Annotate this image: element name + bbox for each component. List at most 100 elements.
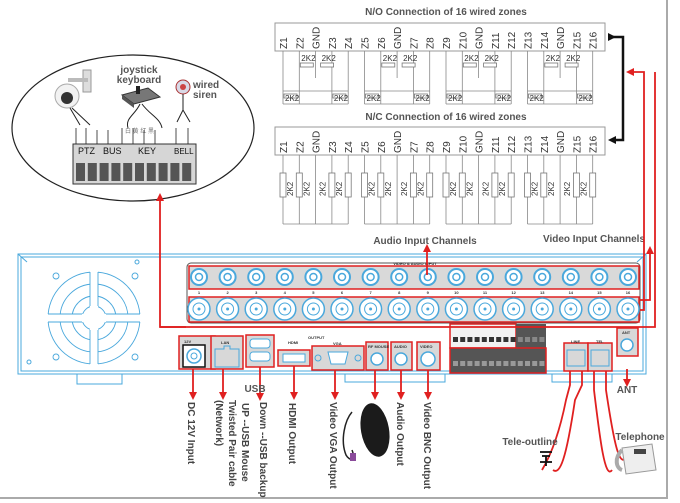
bnc-input-connector [533,268,552,286]
resistor [564,62,579,68]
usb-mouse-label: UP --USB Mouse [239,403,250,482]
bnc-output-label: Video BNC Output [421,402,432,490]
audio-out-label: AUDIO [394,344,407,349]
resistor-label: 2K2 [497,94,512,103]
vga-output-label: Video VGA Output [327,402,338,489]
resistor [381,62,396,68]
terminal-label: Z11 [491,32,502,49]
bnc-input-connector [444,297,469,321]
terminal-slot [135,163,144,181]
diagram-frame [0,0,668,499]
terminal-label: Z16 [589,31,600,49]
terminal-slot [525,337,530,342]
no-terminal-strip [274,22,606,52]
ptz-camera-icon [54,69,92,126]
terminal-slot [123,163,133,181]
tele-outline-icon [540,451,552,466]
terminal-label: Z8 [426,37,437,49]
resistor [589,172,597,198]
terminal-label: GND [393,131,404,153]
resistor [577,93,591,99]
resistor [528,93,542,99]
terminal-slot [182,163,192,181]
bnc-input-connector [559,297,583,321]
resistor-label: 2K2 [322,54,337,63]
terminal-slot [481,337,487,342]
terminal-slot [111,163,121,181]
terminal-label: Z6 [377,141,388,153]
terminal-label: Z4 [344,37,355,49]
bnc-input-connector [301,297,326,321]
resistor [426,172,434,198]
twisted-pair-label: Twisted Pair cable [226,400,237,487]
terminal-slot [158,163,168,181]
resistor-label: 2K2 [286,181,295,196]
channel-number: 11 [483,290,488,295]
bnc-input-connector [587,297,612,321]
lan-port-label: LAN [221,340,229,345]
output-group-label: OUTPUT [308,335,325,340]
line-port-label: LINE [571,339,580,344]
bnc-input-connector [273,297,297,321]
nc-terminal-strip [274,126,606,156]
channel-number: 10 [454,290,459,295]
resistor-label: 2K2 [285,94,300,103]
bnc-input-connector [304,268,323,286]
resistor [361,172,368,198]
resistor [320,62,335,68]
resistor [344,172,352,198]
resistor [401,62,416,68]
bnc-input-connector [504,268,523,286]
resistor-label: 2K2 [403,54,418,63]
resistor-label: 2K2 [531,181,540,196]
channel-number: 9 [427,290,430,295]
bnc-input-connector [619,268,637,286]
terminal-slot [474,361,480,366]
channel-number: 6 [341,290,344,295]
resistor-label: 2K2 [485,54,500,63]
resistor-label: 2K2 [464,54,479,63]
rf-mouse-label: RF MOUSE [368,344,389,349]
terminal-label: Z5 [361,141,372,153]
channel-number: 4 [284,290,287,295]
terminal-slot [460,337,466,342]
resistor [295,172,303,198]
terminal-label: GND [312,27,323,49]
resistor-label: 2K2 [566,54,581,63]
bnc-input-connector [244,297,268,321]
resistor [279,172,287,198]
terminal-slot [532,361,538,366]
cooling-fan-icon [46,270,142,366]
terminal-label: GND [475,131,486,153]
bnc-input-connector [361,268,380,286]
hdmi-port: HDMI OUTPUT [277,335,325,367]
bnc-input-connector [358,297,383,321]
resistor [495,93,510,99]
terminal-label: Z12 [507,31,518,49]
terminal-label: Z3 [328,141,339,153]
usb-label: USB [244,384,265,395]
bnc-input-connector [473,297,497,321]
resistor [365,93,379,99]
channel-number: 1 [198,290,201,295]
terminal-slot [496,361,502,366]
terminal-label: GND [475,27,486,49]
terminal-label: GND [556,27,567,49]
resistor-label: 2K2 [319,181,328,196]
telephone-label: Telephone [615,432,665,443]
lan-port: LAN [210,335,244,370]
terminal-slot [503,337,509,342]
resistor [507,172,515,198]
channel-number: 14 [569,290,574,295]
resistor-label: 2K2 [383,54,398,63]
resistor-label: 2K2 [449,181,458,196]
resistor [544,62,559,68]
audio-input-channels-label: Audio Input Channels [373,236,477,247]
terminal-slot [170,163,180,181]
terminal-label: Z2 [295,141,306,153]
dc-power-port: 12V [178,335,216,370]
terminal-slot [510,361,516,366]
bnc-input-connector [561,268,580,286]
